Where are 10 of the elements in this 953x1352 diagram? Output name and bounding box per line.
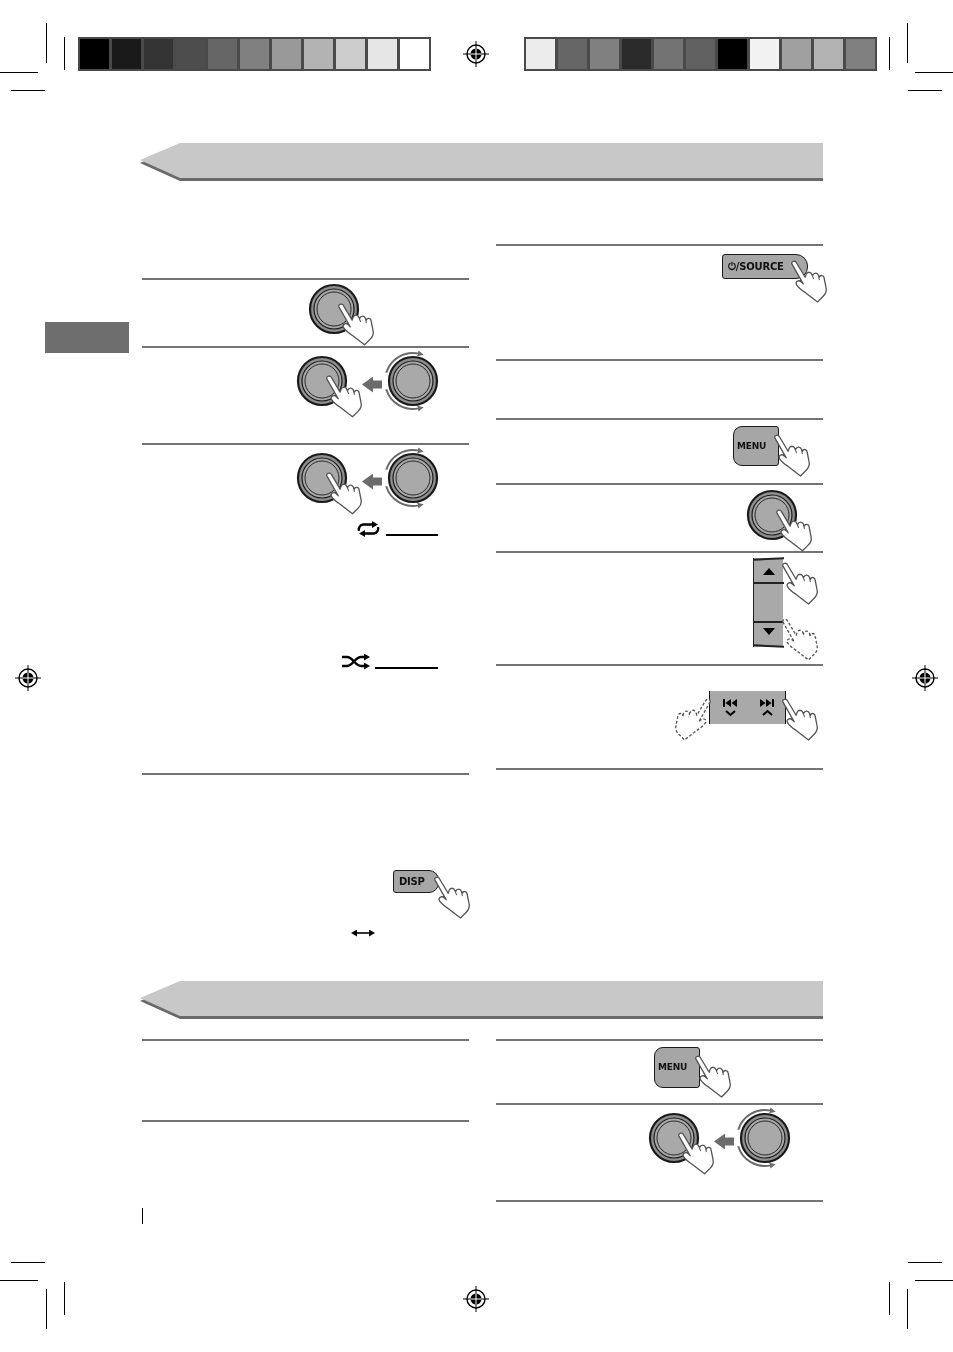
disp-button: DISP (393, 870, 439, 893)
menu-button: MENU (733, 426, 779, 466)
knob-press-drawing (296, 355, 362, 417)
side-tab (45, 322, 129, 353)
menu-button: MENU (654, 1047, 700, 1088)
knob-press-drawing (746, 489, 812, 551)
knob-press-drawing (308, 283, 374, 345)
knob-press-drawing (296, 452, 362, 514)
source-button: ⏻/SOURCE (722, 254, 808, 279)
knob-press-drawing (648, 1112, 714, 1174)
